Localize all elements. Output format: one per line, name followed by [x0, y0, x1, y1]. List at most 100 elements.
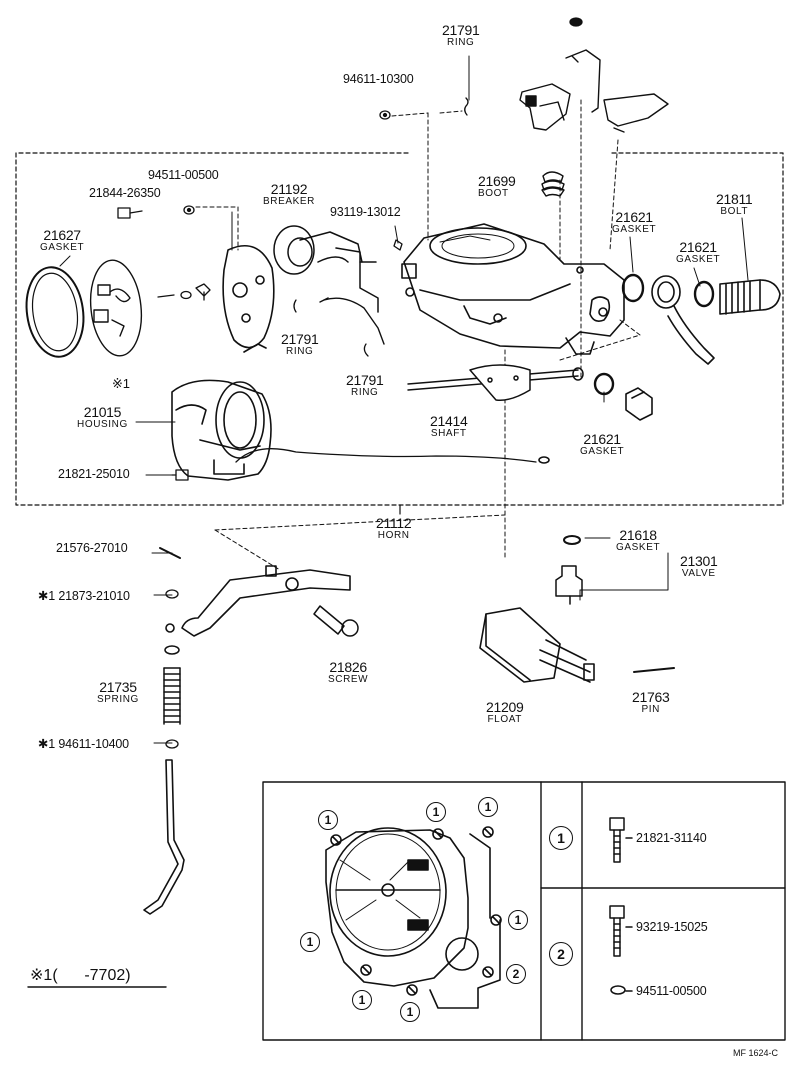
part-number: 21826 [329, 659, 367, 675]
gasket-21627 [25, 266, 85, 358]
throttle-lever-bracket [565, 49, 601, 113]
screw-21844-26350 [117, 207, 143, 219]
valve-21301 [555, 565, 583, 605]
top-nut [569, 17, 583, 27]
float-lever [165, 565, 351, 637]
label-21791-ring-low: 21791 RING [346, 372, 384, 398]
part-name: GASKET [676, 253, 721, 265]
callout-lines [59, 55, 749, 744]
label-94611-10300: 94611-10300 [343, 72, 414, 86]
part-number: 21301 [680, 553, 718, 569]
washer-94511-00500-legend [610, 985, 633, 995]
label-21621-gasket-c: 21621 GASKET [580, 432, 624, 457]
marker-1-f: 1 [352, 990, 372, 1010]
part-number: 21811 [716, 191, 753, 207]
label-21763-pin: 21763 PIN [632, 689, 670, 715]
footnote-mark: ※1 [30, 967, 53, 984]
marker-1-d: 1 [508, 910, 528, 930]
washer-94611-10400 [165, 739, 179, 749]
pin-21576-27010 [159, 547, 181, 559]
legend-key-2: 2 [549, 942, 573, 966]
label-21811-bolt: 21811 BOLT [716, 191, 753, 217]
label-21576-27010: 21576-27010 [56, 541, 128, 555]
part-name: GASKET [616, 541, 661, 553]
legend-part-21821-31140: 21821-31140 [636, 831, 707, 845]
label-21791-ring-top: 21791 RING [442, 23, 480, 48]
part-number: 21192 [270, 181, 308, 197]
label-21112-horn: 21112 HORN [376, 516, 412, 541]
shaft-21414 [407, 364, 584, 402]
gasket-21621-a [621, 273, 645, 303]
small-screws-mid [157, 283, 211, 301]
screw-21821-25010 [171, 469, 189, 481]
part-name: FLOAT [487, 713, 522, 725]
label-21209-float: 21209 FLOAT [486, 699, 524, 725]
wire-link [319, 297, 385, 345]
label-21844-26350: 21844-26350 [89, 186, 161, 200]
label-21621-gasket-a: 21621 GASKET [612, 210, 656, 235]
part-number: 21763 [632, 689, 670, 705]
leader-lines [195, 99, 641, 571]
ring-21791-low [363, 343, 369, 357]
label-21821-25010: 21821-25010 [58, 467, 130, 481]
label-21414-shaft: 21414 SHAFT [430, 414, 468, 439]
float-21209 [479, 607, 595, 683]
part-name: SCREW [328, 673, 369, 685]
part-name: SHAFT [430, 427, 467, 439]
label-94511-00500-top: 94511-00500 [148, 168, 219, 182]
part-name: HOUSING [77, 418, 128, 430]
screw-location-detail-box [262, 781, 786, 1041]
flange-top-view [325, 826, 502, 1009]
washer-94511-00500 [183, 205, 195, 215]
ring-21791-mid [293, 299, 297, 313]
label-21627-gasket: 21627 GASKET [40, 228, 84, 253]
spring-21735 [163, 645, 181, 725]
ring-21791-top [464, 97, 469, 116]
label-21826-screw: 21826 SCREW [328, 660, 368, 685]
part-name: HORN [377, 529, 410, 541]
part-number: 21735 [99, 679, 137, 695]
part-number: 21209 [486, 699, 524, 715]
label-21699-boot: 21699 BOOT [478, 174, 516, 199]
part-name: BOOT [478, 187, 509, 199]
carburetor-body [401, 223, 625, 355]
washer-94611-10300 [379, 110, 391, 120]
label-93119-13012: 93119-13012 [330, 205, 401, 219]
part-number: 21627 [43, 227, 81, 243]
diaphragm-plate [89, 259, 143, 357]
label-21621-gasket-b: 21621 GASKET [676, 240, 720, 265]
part-name: RING [286, 345, 314, 357]
legend-part-93219-15025: 93219-15025 [636, 920, 708, 934]
label-21618-gasket: 21618 GASKET [616, 528, 660, 553]
needle-rod [143, 759, 185, 915]
part-name: PIN [641, 703, 660, 715]
marker-1-a: 1 [318, 810, 338, 830]
footnote: ※1( -7702) [30, 965, 131, 985]
marker-1-e: 1 [300, 932, 320, 952]
label-21301-valve: 21301 VALVE [680, 553, 718, 579]
part-name: RING [447, 36, 475, 48]
linkage-arm [519, 83, 571, 131]
part-name: GASKET [612, 223, 657, 235]
part-number: 21621 [679, 239, 717, 255]
part-name: GASKET [580, 445, 625, 457]
part-name: BOLT [720, 205, 749, 217]
part-name: SPRING [97, 693, 139, 705]
label-21735-spring: 21735 SPRING [97, 680, 139, 705]
boot-21699 [541, 171, 565, 197]
pin-21763 [633, 667, 675, 673]
screw-21826 [313, 605, 359, 637]
part-number: 21621 [615, 209, 653, 225]
part-name: BREAKER [263, 195, 315, 207]
screw-93119-13012 [393, 239, 403, 251]
legend-key-1: 1 [549, 826, 573, 850]
part-number: 21791 [346, 372, 384, 388]
footnote-text: ( -7702) [52, 967, 131, 984]
breaker-21192 [273, 225, 379, 313]
screw-21821-31140 [609, 817, 633, 863]
label-21873-21010: ✱1 21873-21010 [38, 588, 130, 603]
drain-plug [625, 387, 653, 421]
housing-21015 [171, 379, 550, 481]
label-94611-10400: ✱1 94611-10400 [38, 736, 129, 751]
